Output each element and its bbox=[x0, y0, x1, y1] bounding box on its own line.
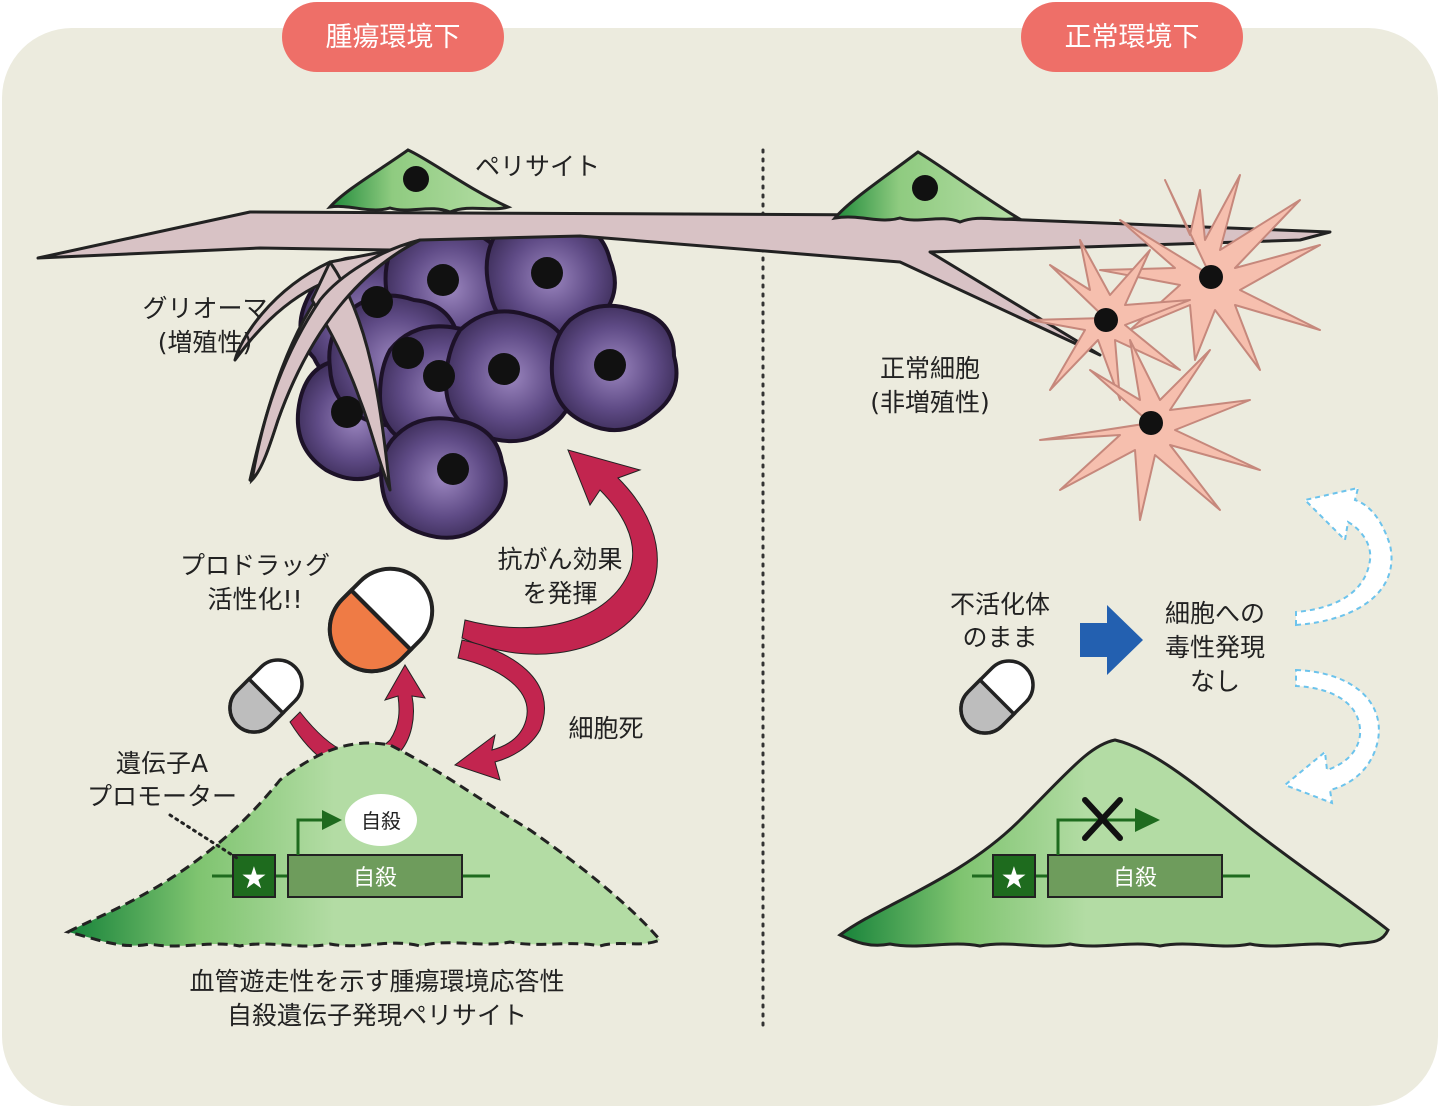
left-badge-text: 腫瘍環境下 bbox=[326, 22, 461, 53]
prodrug-capsule-right bbox=[959, 659, 1035, 735]
effect-label-line1: 抗がん効果 bbox=[497, 545, 622, 574]
right-badge-text: 正常環境下 bbox=[1065, 22, 1200, 53]
glioma-label-line2: (増殖性) bbox=[158, 328, 253, 357]
star-icon: ★ bbox=[1001, 861, 1028, 896]
star-icon: ★ bbox=[241, 861, 268, 896]
glioma-nuclei bbox=[331, 257, 626, 485]
effect-label-line2: を発揮 bbox=[522, 579, 597, 608]
suicide-gene-text-right: 自殺 bbox=[1113, 866, 1157, 891]
suicide-gene-text: 自殺 bbox=[353, 866, 397, 891]
suicide-protein-text: 自殺 bbox=[361, 809, 401, 833]
promoter-star-box-right bbox=[992, 854, 1036, 898]
promoter-pointer bbox=[168, 813, 242, 862]
no-effect-arrow-upper bbox=[1295, 486, 1393, 627]
promoter-star-box bbox=[232, 854, 276, 898]
suicide-gene-box bbox=[287, 854, 463, 898]
inactive-label-line1: 不活化体 bbox=[950, 590, 1050, 619]
normal-label-line1: 正常細胞 bbox=[880, 354, 980, 383]
no-tox-label-line2: 毒性発現 bbox=[1165, 633, 1265, 662]
right-badge: 正常環境下 bbox=[1021, 2, 1243, 72]
promoter-label-line2: プロモーター bbox=[87, 782, 237, 811]
anticancer-arrow bbox=[461, 449, 658, 655]
large-pericyte-left bbox=[63, 741, 663, 948]
suicide-gene-box-right bbox=[1047, 854, 1223, 898]
pericyte-small-left bbox=[326, 148, 513, 214]
left-badge: 腫瘍環境下 bbox=[282, 2, 504, 72]
prodrug-label-line1: プロドラッグ bbox=[180, 551, 330, 580]
normal-label-line2: (非増殖性) bbox=[870, 388, 990, 417]
suicide-protein-bubble bbox=[345, 794, 417, 846]
no-effect-arrow-lower bbox=[1283, 668, 1380, 805]
gene-construct-left: ★ 自殺 bbox=[212, 810, 490, 898]
glioma-label-line1: グリオーマ bbox=[142, 294, 267, 323]
large-pericyte-right bbox=[837, 738, 1390, 948]
cell-death-label: 細胞死 bbox=[568, 714, 643, 743]
vessel-branch bbox=[249, 238, 421, 485]
promoter-label-line1: 遺伝子A bbox=[116, 749, 208, 778]
normal-nuclei bbox=[1094, 265, 1223, 435]
prodrug-label-line2: 活性化!! bbox=[207, 585, 302, 614]
blocked-x-icon bbox=[1082, 797, 1123, 841]
no-tox-label-line3: なし bbox=[1190, 667, 1240, 696]
inactive-label-line2: のまま bbox=[962, 623, 1037, 652]
caption-line1: 血管遊走性を示す腫瘍環境応答性 bbox=[189, 967, 564, 996]
active-drug-capsule bbox=[327, 566, 435, 674]
caption-line2: 自殺遺伝子発現ペリサイト bbox=[227, 1001, 527, 1030]
no-tox-label-line1: 細胞への bbox=[1165, 599, 1265, 628]
prodrug-capsule-left bbox=[228, 658, 304, 734]
pericyte-label: ペリサイト bbox=[475, 152, 600, 181]
blue-arrow bbox=[1080, 605, 1143, 675]
cell-death-arrow bbox=[453, 639, 546, 781]
pericyte-small-right bbox=[831, 150, 1022, 224]
gene-construct-right: ★ 自殺 bbox=[972, 797, 1250, 898]
